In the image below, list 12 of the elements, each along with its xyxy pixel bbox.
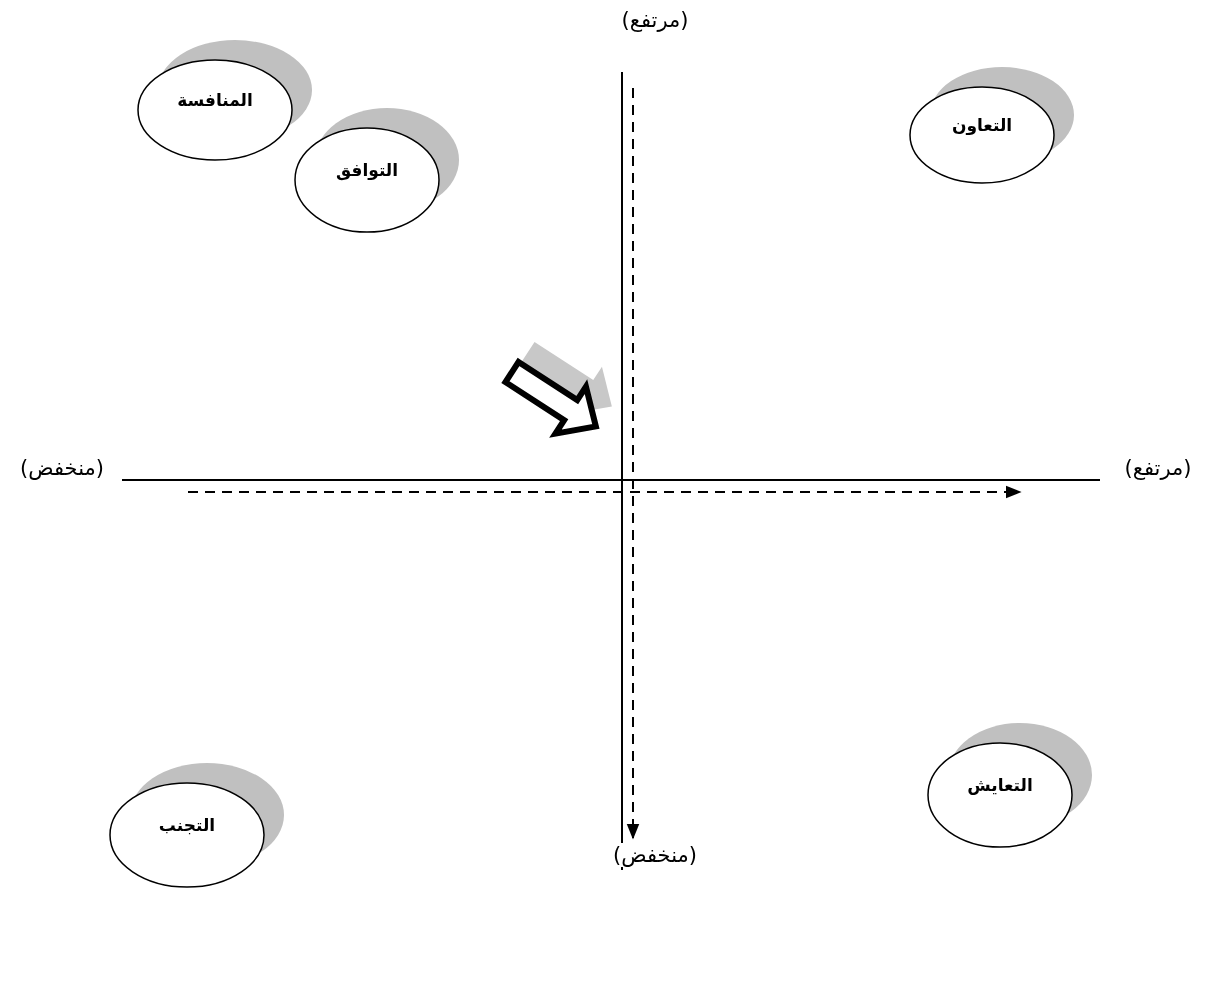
axis-label: (منخفض) [18, 456, 106, 480]
node-label: التجنب [158, 815, 216, 835]
node-label: التوافق [335, 160, 399, 180]
axis-label: (منخفض) [611, 843, 699, 867]
ellipse-node [108, 761, 286, 889]
ellipse-node [908, 65, 1076, 185]
ellipse-node [926, 721, 1094, 849]
node-label: المنافسة [177, 90, 253, 110]
node-label: التعايش [967, 775, 1033, 795]
ellipse-node [136, 38, 314, 162]
node-label: التعاون [951, 115, 1013, 135]
ellipse-node [293, 106, 461, 234]
